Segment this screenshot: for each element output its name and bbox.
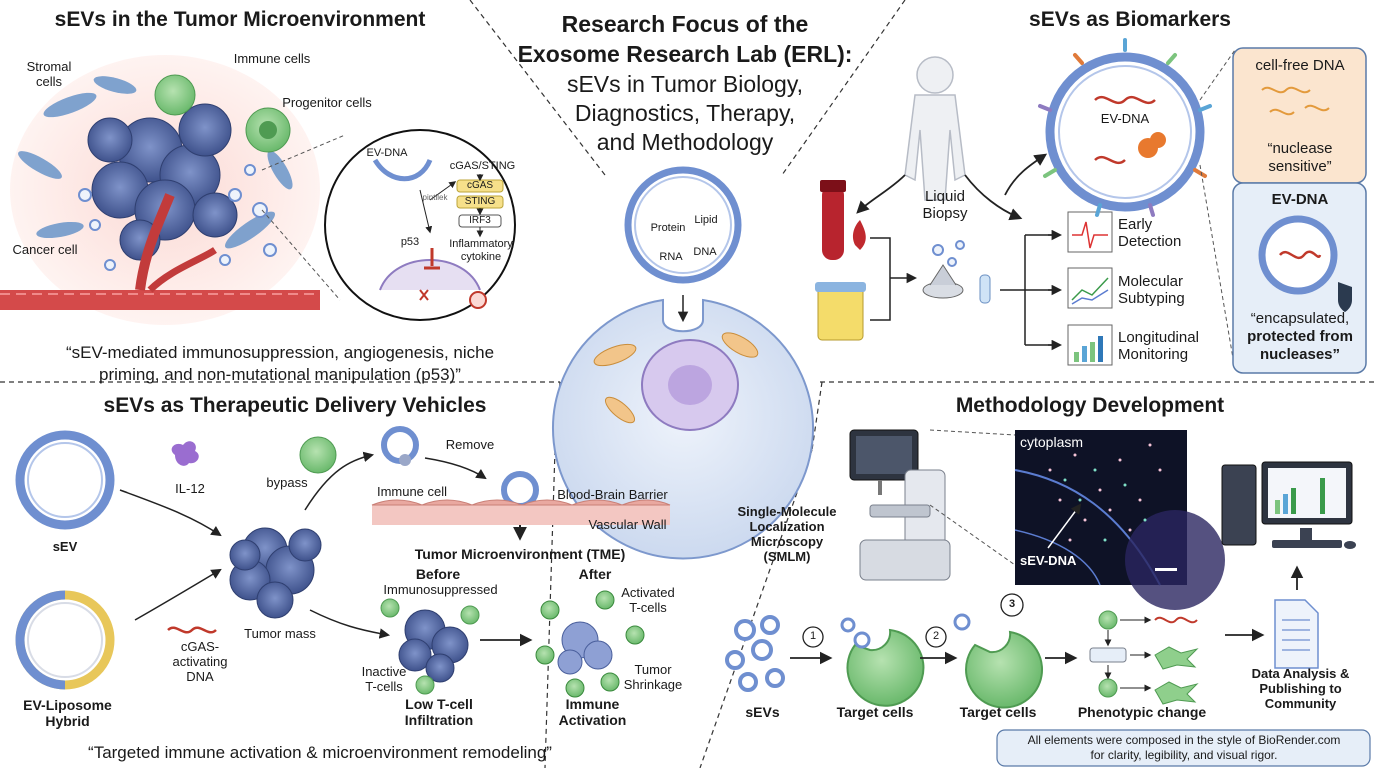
cfdna-title: cell-free DNA [1255, 57, 1345, 74]
longitudinal-monitoring-label: Longitudinal Monitoring [1118, 329, 1199, 364]
vascular-wall-label: Vascular Wall [588, 517, 667, 532]
immune-activation-label: Immune Activation [558, 696, 627, 729]
step-3-number: 3 [1008, 598, 1016, 610]
stromal-cells-label: Stromal cells [26, 59, 72, 89]
low-infiltration-label: Low T-cell Infiltration [404, 696, 474, 729]
step-2-number: 2 [932, 630, 940, 642]
vesicle-rna-label: RNA [659, 251, 683, 263]
cgas-label: cGAS [466, 180, 494, 191]
immunosuppressed-label: Immunosuppressed [383, 582, 498, 597]
center-subtitle-line1: sEVs in Tumor Biology, [566, 71, 804, 97]
zoom-ev-dna-label: EV-DNA [366, 147, 408, 159]
sev-label: sEV [52, 539, 78, 554]
cfdna-panel [1232, 47, 1367, 184]
cfdna-quote-line1: “nuclease [1267, 140, 1333, 157]
cancer-cell-label: Cancer cell [12, 242, 78, 257]
bbb-label: Blood-Brain Barrier [557, 487, 668, 502]
tumor-mass-label: Tumor mass [244, 626, 316, 641]
footer-line1: All elements were composed in the style … [1027, 733, 1341, 747]
p53-label: p53 [400, 236, 420, 248]
vesicle-protein-label: Protein [650, 222, 686, 234]
remove-label: Remove [445, 437, 495, 452]
footer-line2: for clarity, legibility, and visual rigo… [1090, 748, 1278, 762]
smlm-label: Single-Molecule Localization Microscopy … [737, 504, 837, 564]
therapy-illustration [15, 426, 671, 698]
evdna-panel [1232, 182, 1367, 374]
progenitor-cells-label: Progenitor cells [282, 95, 372, 110]
immune-cells-label: Immune cells [233, 51, 311, 66]
sev-dna-label: sEV-DNA [1020, 553, 1077, 568]
center-title-line1: Research Focus of the [561, 11, 809, 37]
tme-label: Tumor Microenvironment (TME) [414, 546, 626, 562]
early-detection-label: Early Detection [1118, 216, 1182, 251]
step-1-number: 1 [809, 630, 817, 642]
biomarkers-title: sEVs as Biomarkers [1029, 8, 1231, 31]
il12-label: IL-12 [175, 481, 205, 496]
target-cells-1-label: Target cells [836, 704, 914, 720]
methodology-title: Methodology Development [955, 394, 1225, 417]
therapy-quote: “Targeted immune activation & microenvir… [88, 743, 552, 762]
inflammatory-cytokine-label: Inflammatory cytokine [449, 238, 513, 263]
cytoplasm-label: cytoplasm [1020, 434, 1084, 450]
sevs-label: sEVs [745, 704, 780, 720]
evdna-quote-line3: nucleases” [1259, 346, 1341, 363]
center-illustration [552, 166, 814, 560]
sting-label: STING [464, 196, 496, 207]
cgas-sting-label: cGAS/STING [449, 160, 516, 172]
center-title-line2: Exosome Research Lab (ERL): [517, 41, 853, 67]
bypass-label: bypass [266, 475, 308, 490]
center-subtitle-line3: and Methodology [596, 129, 774, 155]
liquid-biopsy-label: Liquid Biopsy [922, 188, 968, 223]
tme-quote-line1: “sEV-mediated immunosuppression, angioge… [65, 343, 495, 362]
center-subtitle-line2: Diagnostics, Therapy, [574, 100, 796, 126]
irf3-label: IRF3 [469, 215, 491, 226]
evdna-box-title: EV-DNA [1271, 191, 1329, 208]
data-analysis-label: Data Analysis & Publishing to Community [1251, 666, 1350, 711]
ev-dna-label: EV-DNA [1100, 111, 1150, 126]
inactive-tcells-label: Inactive T-cells [361, 664, 407, 694]
therapy-title: sEVs as Therapeutic Delivery Vehicles [103, 394, 487, 417]
tumor-shrinkage-label: Tumor Shrinkage [623, 662, 683, 692]
pintilek-label: pintilek [422, 193, 448, 202]
vesicle-lipid-label: Lipid [694, 214, 718, 226]
activated-tcells-label: Activated T-cells [621, 585, 675, 615]
biomarker-illustration [815, 38, 1236, 371]
evdna-quote-line1: “encapsulated, [1250, 310, 1350, 327]
cgas-dna-label: cGAS-activating DNA [172, 639, 228, 684]
footer-box [996, 729, 1371, 767]
target-cells-2-label: Target cells [959, 704, 1037, 720]
before-label: Before [415, 566, 461, 582]
tme-quote-line2: priming, and non-mutational manipulation… [99, 365, 461, 384]
cfdna-quote-line2: sensitive” [1268, 158, 1332, 175]
tme-title: sEVs in the Tumor Microenvironment [54, 8, 426, 31]
methodology-illustration [725, 429, 1356, 709]
immune-cell-label: Immune cell [376, 484, 448, 499]
tme-illustration [0, 55, 516, 325]
phenotypic-change-label: Phenotypic change [1077, 704, 1207, 720]
molecular-subtyping-label: Molecular Subtyping [1118, 273, 1185, 308]
evdna-quote-line2: protected from [1247, 328, 1353, 345]
after-label: After [578, 566, 612, 582]
hybrid-label: EV-Liposome Hybrid [23, 697, 112, 730]
vesicle-dna-label: DNA [693, 246, 717, 258]
